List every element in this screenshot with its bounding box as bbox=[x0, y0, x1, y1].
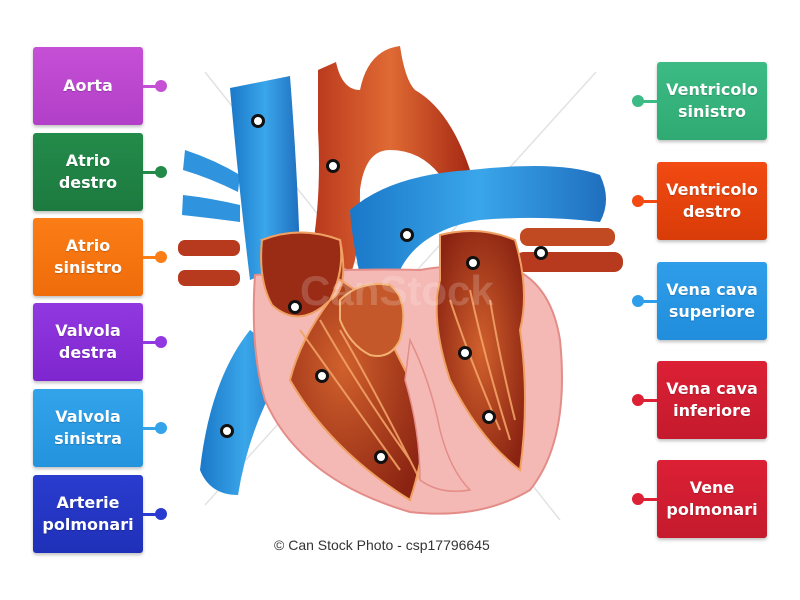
label-text: Vena cava superiore bbox=[666, 280, 758, 321]
label-text: Vene polmonari bbox=[666, 478, 758, 519]
connector-dot bbox=[632, 95, 644, 107]
label-text: Aorta bbox=[63, 76, 113, 95]
connector-dot bbox=[155, 508, 167, 520]
label-arterie-polmonari[interactable]: Arterie polmonari bbox=[33, 475, 143, 553]
label-vena-cava-inferiore[interactable]: Vena cava inferiore bbox=[657, 361, 767, 439]
drop-target-pin[interactable] bbox=[458, 346, 472, 360]
drop-target-pin[interactable] bbox=[400, 228, 414, 242]
connector-dot bbox=[632, 195, 644, 207]
connector-dot bbox=[155, 251, 167, 263]
heart-illustration: CanStock bbox=[178, 46, 623, 521]
connector-line bbox=[641, 100, 657, 103]
connector-dot bbox=[155, 422, 167, 434]
connector-dot bbox=[632, 295, 644, 307]
connector-line bbox=[143, 171, 159, 174]
connector-line bbox=[641, 399, 657, 402]
drop-target-pin[interactable] bbox=[534, 246, 548, 260]
label-text: Valvola sinistra bbox=[54, 407, 122, 448]
drop-target-pin[interactable] bbox=[466, 256, 480, 270]
drop-target-pin[interactable] bbox=[374, 450, 388, 464]
drop-target-pin[interactable] bbox=[251, 114, 265, 128]
svg-text:CanStock: CanStock bbox=[300, 267, 494, 314]
drop-target-pin[interactable] bbox=[482, 410, 496, 424]
connector-line bbox=[143, 85, 159, 88]
connector-line bbox=[641, 200, 657, 203]
label-text: Ventricolo sinistro bbox=[666, 80, 758, 121]
image-credit: © Can Stock Photo - csp17796645 bbox=[274, 537, 490, 553]
label-valvola-destra[interactable]: Valvola destra bbox=[33, 303, 143, 381]
label-text: Atrio sinistro bbox=[54, 236, 122, 277]
label-atrio-destro[interactable]: Atrio destro bbox=[33, 133, 143, 211]
label-ventricolo-sinistro[interactable]: Ventricolo sinistro bbox=[657, 62, 767, 140]
drop-target-pin[interactable] bbox=[288, 300, 302, 314]
label-text: Valvola destra bbox=[55, 321, 121, 362]
label-text: Vena cava inferiore bbox=[666, 379, 758, 420]
connector-dot bbox=[155, 336, 167, 348]
connector-dot bbox=[155, 80, 167, 92]
connector-dot bbox=[632, 394, 644, 406]
connector-line bbox=[641, 498, 657, 501]
connector-line bbox=[641, 300, 657, 303]
connector-line bbox=[143, 427, 159, 430]
connector-line bbox=[143, 256, 159, 259]
label-vena-cava-superiore[interactable]: Vena cava superiore bbox=[657, 262, 767, 340]
label-aorta[interactable]: Aorta bbox=[33, 47, 143, 125]
label-valvola-sinistra[interactable]: Valvola sinistra bbox=[33, 389, 143, 467]
label-text: Ventricolo destro bbox=[666, 180, 758, 221]
label-ventricolo-destro[interactable]: Ventricolo destro bbox=[657, 162, 767, 240]
drop-target-pin[interactable] bbox=[315, 369, 329, 383]
connector-dot bbox=[155, 166, 167, 178]
connector-dot bbox=[632, 493, 644, 505]
label-atrio-sinistro[interactable]: Atrio sinistro bbox=[33, 218, 143, 296]
connector-line bbox=[143, 513, 159, 516]
label-text: Atrio destro bbox=[58, 151, 118, 192]
drop-target-pin[interactable] bbox=[220, 424, 234, 438]
label-text: Arterie polmonari bbox=[42, 493, 134, 534]
connector-line bbox=[143, 341, 159, 344]
label-vene-polmonari[interactable]: Vene polmonari bbox=[657, 460, 767, 538]
drop-target-pin[interactable] bbox=[326, 159, 340, 173]
